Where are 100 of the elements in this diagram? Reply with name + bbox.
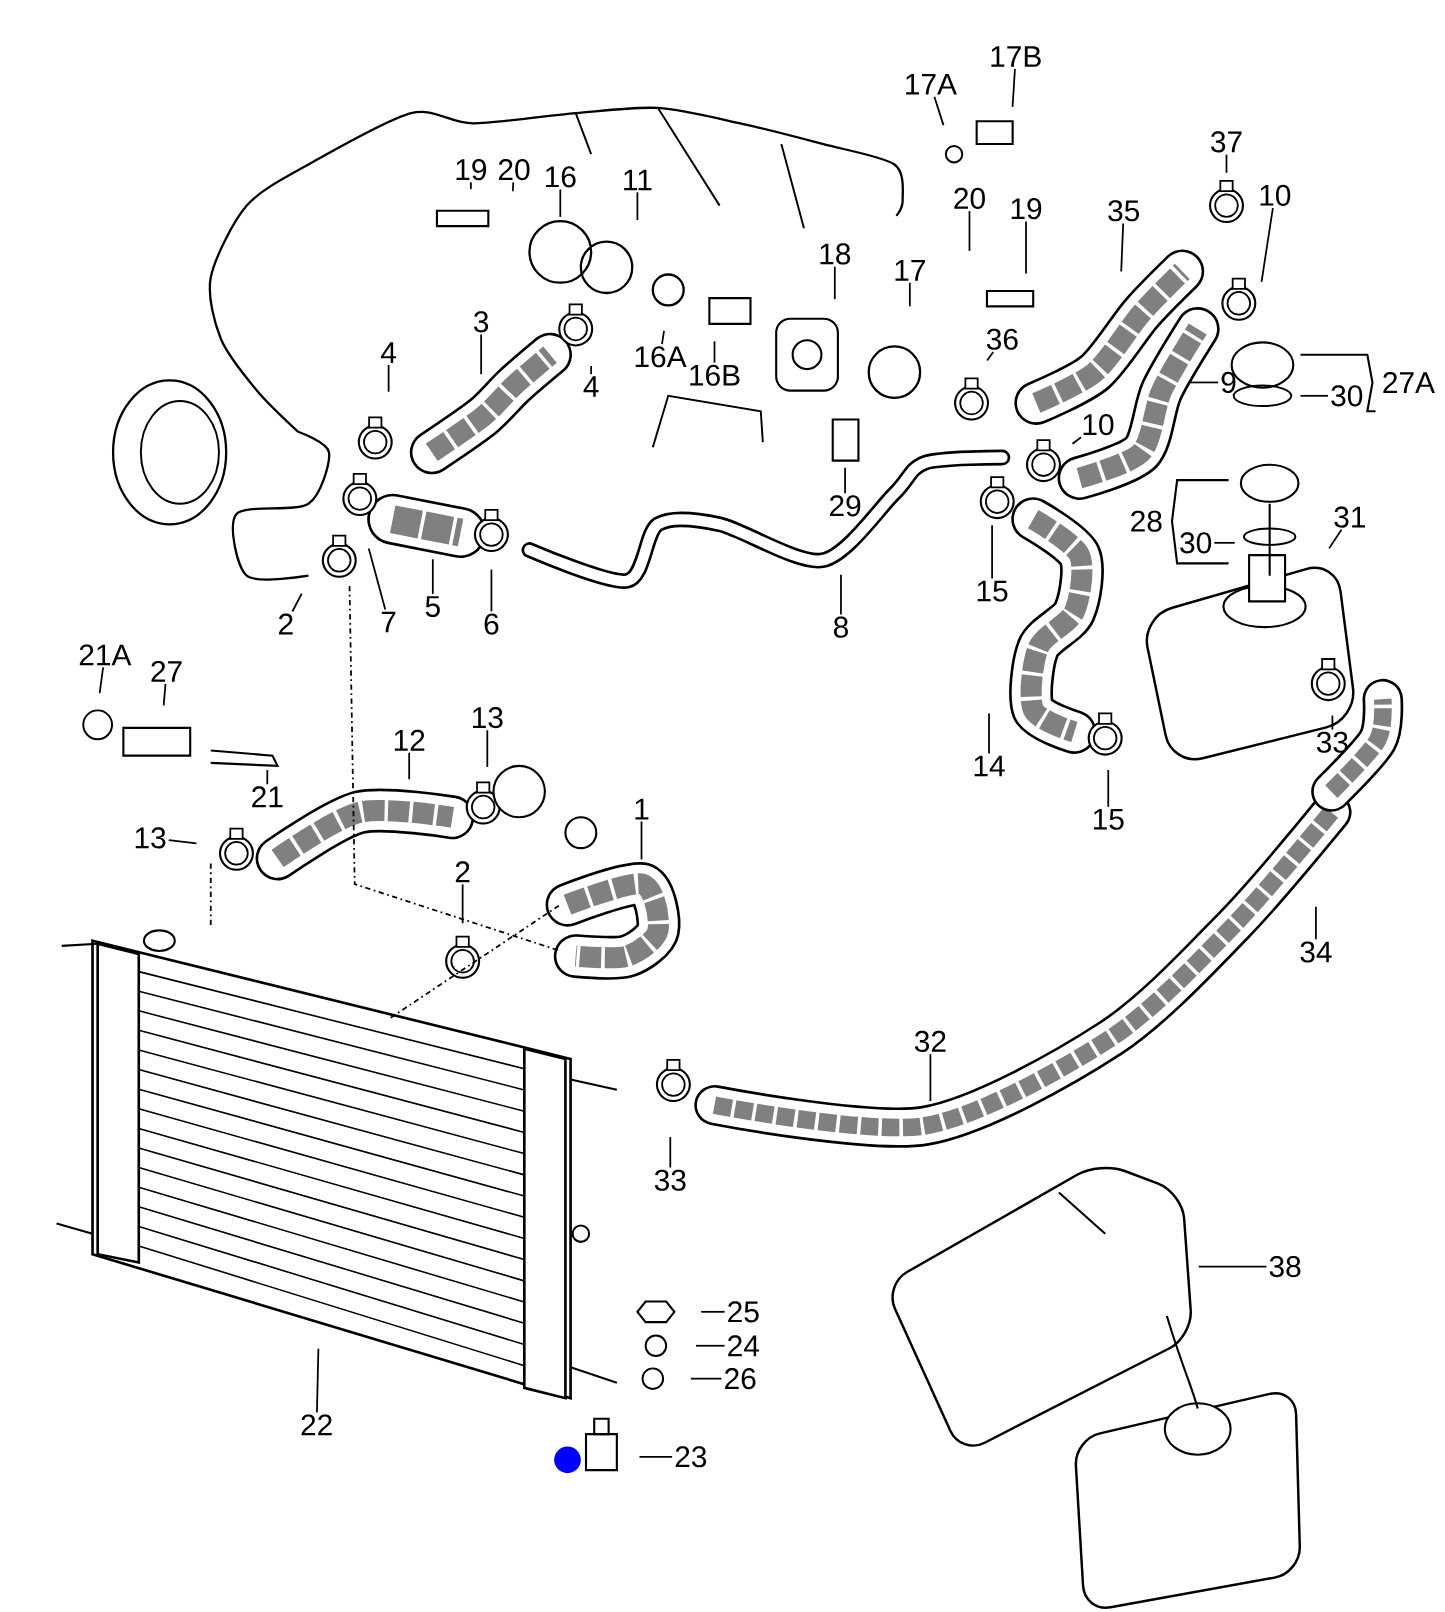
callout-number: 6 bbox=[484, 613, 499, 635]
callout-number: 20 bbox=[498, 159, 530, 181]
callout-number: 14 bbox=[974, 755, 1005, 777]
leader-line bbox=[1024, 220, 1027, 275]
leader-line bbox=[1011, 68, 1016, 108]
callout-number: 24 bbox=[727, 1335, 759, 1357]
callout-number: 13 bbox=[472, 707, 503, 729]
callout-number: 2 bbox=[455, 861, 470, 883]
callout-number: 10 bbox=[1083, 414, 1114, 436]
callout-number: 26 bbox=[724, 1368, 756, 1390]
callout-number: 3 bbox=[473, 311, 488, 333]
callout-number: 27 bbox=[151, 660, 182, 682]
callout-number: 35 bbox=[1107, 200, 1139, 222]
leader-line bbox=[266, 769, 268, 786]
leader-line bbox=[991, 524, 993, 580]
leader-line bbox=[843, 466, 846, 494]
leader-line bbox=[590, 365, 592, 376]
callout-number: 15 bbox=[977, 580, 1008, 602]
leader-line bbox=[1299, 394, 1329, 397]
callout-number: 30 bbox=[1331, 385, 1362, 407]
leader-line bbox=[933, 95, 945, 126]
callout-number: 21A bbox=[79, 644, 132, 666]
leader-line bbox=[431, 558, 434, 595]
leader-line bbox=[1314, 905, 1317, 941]
callout-number: 16A bbox=[635, 346, 687, 368]
leader-line bbox=[469, 181, 472, 191]
callout-number: 16 bbox=[545, 166, 576, 188]
callout-number: 38 bbox=[1269, 1256, 1301, 1278]
leader-line bbox=[1213, 541, 1236, 544]
callout-number: 13 bbox=[135, 827, 166, 849]
leader-line bbox=[291, 592, 303, 613]
callout-number: 30 bbox=[1179, 532, 1211, 554]
leader-line bbox=[968, 210, 971, 252]
leader-line bbox=[162, 683, 167, 707]
leader-line bbox=[486, 729, 488, 768]
callout-number: 36 bbox=[986, 328, 1018, 350]
leader-line bbox=[480, 333, 482, 376]
callout-number: 27A bbox=[1383, 372, 1435, 393]
leader-line bbox=[490, 568, 493, 613]
leader-line bbox=[408, 751, 410, 781]
leader-line bbox=[559, 188, 561, 218]
leader-line bbox=[1189, 381, 1219, 384]
callout-number: 16B bbox=[690, 364, 740, 386]
leader-line bbox=[908, 281, 911, 308]
callout-number: 10 bbox=[1260, 184, 1291, 206]
callout-number: 21 bbox=[252, 786, 283, 808]
leader-line bbox=[833, 265, 836, 301]
leader-line bbox=[387, 364, 390, 393]
leader-line bbox=[1331, 714, 1334, 731]
callout-number: 4 bbox=[380, 342, 396, 363]
callout-number: 12 bbox=[394, 729, 425, 751]
callout-number: 33 bbox=[1316, 731, 1348, 753]
leader-line bbox=[167, 839, 198, 845]
leader-line bbox=[713, 340, 716, 364]
callout-number: 20 bbox=[954, 187, 985, 209]
leader-line bbox=[986, 351, 994, 362]
callout-number: 4 bbox=[583, 376, 599, 397]
callout-number: 11 bbox=[623, 169, 652, 191]
leader-line bbox=[1197, 1265, 1268, 1268]
callout-number: 17 bbox=[895, 260, 925, 281]
leader-line bbox=[1120, 222, 1124, 273]
callout-number: 17A bbox=[905, 74, 957, 95]
callout-number: 5 bbox=[425, 596, 440, 617]
leader-line bbox=[660, 329, 665, 345]
callout-number: 22 bbox=[301, 1414, 332, 1436]
callout-number: 17B bbox=[991, 46, 1041, 67]
leader-line bbox=[839, 573, 842, 616]
callout-number: 23 bbox=[675, 1446, 706, 1468]
leader-line bbox=[689, 1377, 723, 1380]
callout-number: 9 bbox=[1221, 371, 1236, 394]
leader-line bbox=[694, 1344, 726, 1347]
leader-line bbox=[929, 1053, 932, 1102]
leader-line bbox=[367, 547, 386, 611]
leader-line bbox=[1107, 769, 1109, 808]
callout-number: 19 bbox=[456, 159, 486, 181]
leader-line bbox=[1328, 528, 1343, 550]
leader-line bbox=[1225, 153, 1228, 174]
leader-line bbox=[511, 181, 514, 193]
callout-number: 29 bbox=[829, 495, 861, 517]
leader-line bbox=[987, 712, 990, 755]
leader-line bbox=[636, 191, 639, 221]
callout-number: 15 bbox=[1093, 808, 1124, 830]
callout-number: 33 bbox=[654, 1169, 686, 1191]
leader-line bbox=[315, 1347, 320, 1414]
callout-number: 19 bbox=[1011, 198, 1041, 220]
leader-line bbox=[1260, 207, 1274, 283]
leader-line bbox=[669, 1136, 671, 1169]
leader-line bbox=[1071, 436, 1082, 445]
callout-number: 18 bbox=[820, 243, 850, 265]
leader-line bbox=[700, 1310, 726, 1313]
callout-number: 25 bbox=[727, 1301, 759, 1323]
callout-number: 28 bbox=[1130, 510, 1162, 532]
callout-number: 7 bbox=[381, 611, 396, 633]
callout-number: 8 bbox=[833, 616, 848, 638]
callout-number: 37 bbox=[1210, 131, 1242, 153]
leader-line bbox=[98, 666, 104, 694]
callout-number: 31 bbox=[1334, 506, 1365, 528]
leader-line bbox=[461, 883, 464, 925]
leader-line bbox=[638, 1455, 673, 1458]
callout-number: 1 bbox=[635, 798, 649, 820]
